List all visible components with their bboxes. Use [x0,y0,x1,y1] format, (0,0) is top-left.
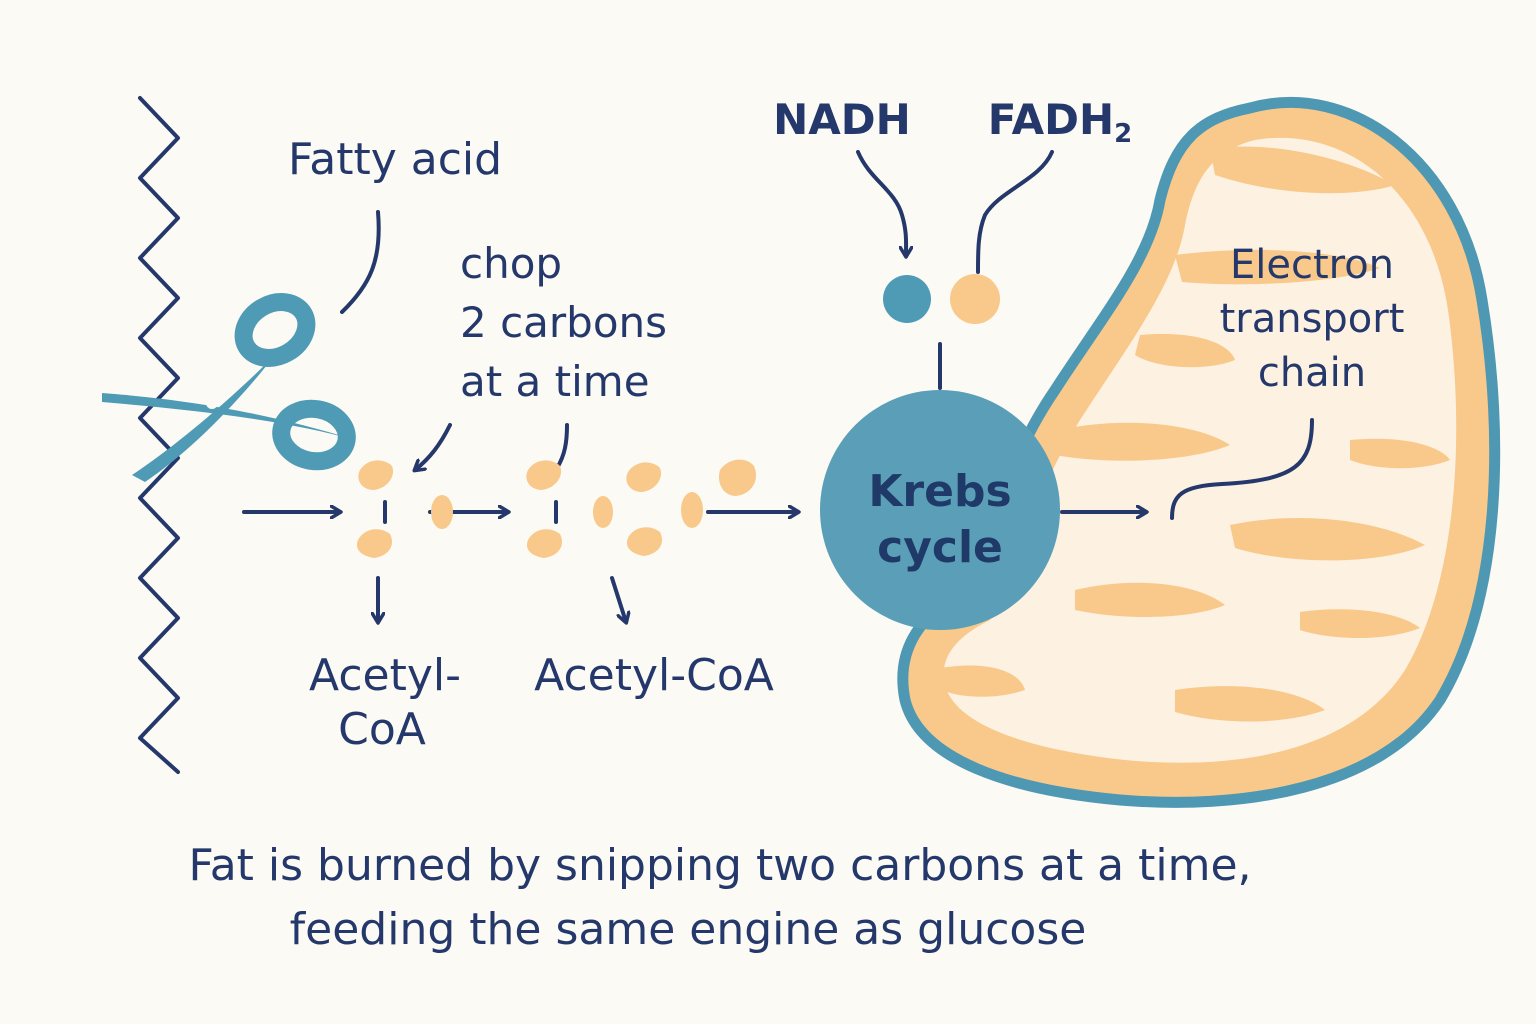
fatty-acid-label: Fatty acid [288,134,502,185]
caption-line2: feeding the same engine as glucose [290,904,1087,955]
acetyl-coa-1-line2: CoA [338,704,426,755]
etc-label-line1: Electron [1230,242,1394,288]
down-arrow-2 [610,576,626,622]
fadh2-label-main: FADH [988,95,1114,144]
chop-label-line1: chop [460,239,562,288]
acetyl-coa-2-label: Acetyl-CoA [534,650,774,701]
chop-arrow-2 [555,423,569,470]
cristae [940,146,1450,722]
nadh-arrow [856,150,906,256]
etc-label-line3: chain [1258,350,1366,396]
chop-label-line3: at a time [460,357,650,406]
chop-arrow-1 [415,423,452,470]
fadh2-label-subscript: 2 [1114,119,1132,149]
fatty-acid-leader-line [340,210,381,314]
acetyl-coa-1-line1: Acetyl- [309,650,461,701]
nadh-carrier-dot [883,275,931,323]
etc-leader-line [1170,418,1314,520]
mitochondrion [897,97,1501,808]
fadh2-carrier-dot [950,274,1000,324]
nadh-label: NADH [773,95,911,144]
fatty-acid-chain [138,96,180,774]
etc-label-line2: transport [1220,296,1405,342]
caption-line1: Fat is burned by snipping two carbons at… [188,840,1251,891]
scissors-icon [102,293,356,482]
krebs-cycle-label-line2: cycle [877,522,1003,573]
fadh2-label: FADH2 [988,95,1132,149]
carbon-fragments [356,459,756,558]
chop-label-line2: 2 carbons [460,298,667,347]
fadh2-line [976,150,1054,274]
krebs-cycle-circle [820,390,1060,630]
krebs-cycle-label-line1: Krebs [868,466,1011,517]
